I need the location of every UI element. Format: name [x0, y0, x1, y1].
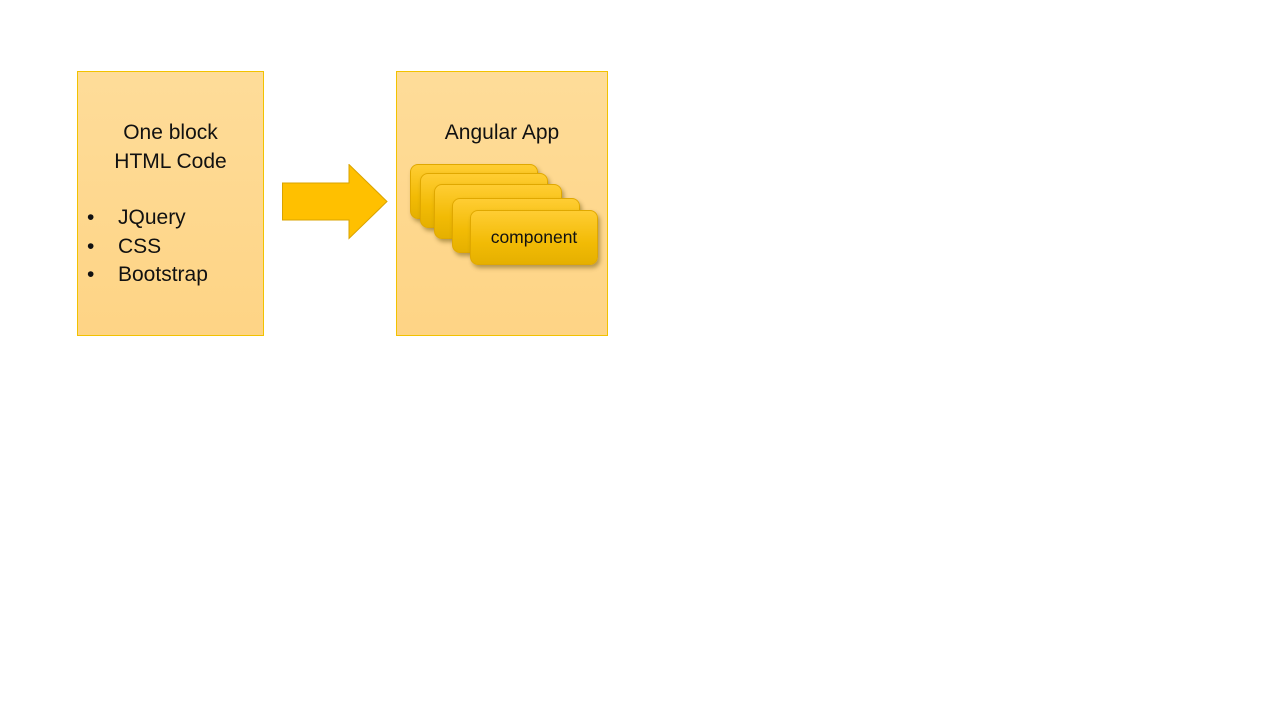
angular-app-title: Angular App — [444, 121, 560, 144]
list-item-label: JQuery — [118, 206, 186, 229]
component-card-label: component — [490, 227, 578, 247]
html-code-block-title: One block HTML Code — [78, 118, 263, 176]
html-code-block: One block HTML Code • JQuery • CSS • Boo… — [77, 71, 264, 336]
list-item: • Bootstrap — [87, 261, 208, 290]
list-item: • JQuery — [87, 204, 208, 233]
angular-app-block: Angular App component — [396, 71, 608, 336]
bullet-icon: • — [87, 263, 95, 286]
right-arrow-icon — [282, 164, 388, 240]
technology-list: • JQuery • CSS • Bootstrap — [87, 204, 208, 290]
bullet-icon: • — [87, 206, 95, 229]
list-item-label: CSS — [118, 234, 162, 258]
component-card-front: component — [470, 210, 598, 265]
list-item: • CSS — [87, 233, 208, 262]
list-item-label: Bootstrap — [118, 263, 208, 286]
html-code-block-title-line2: HTML Code — [114, 150, 227, 173]
bullet-icon: • — [87, 234, 95, 258]
html-code-block-title-line1: One block — [123, 121, 218, 144]
